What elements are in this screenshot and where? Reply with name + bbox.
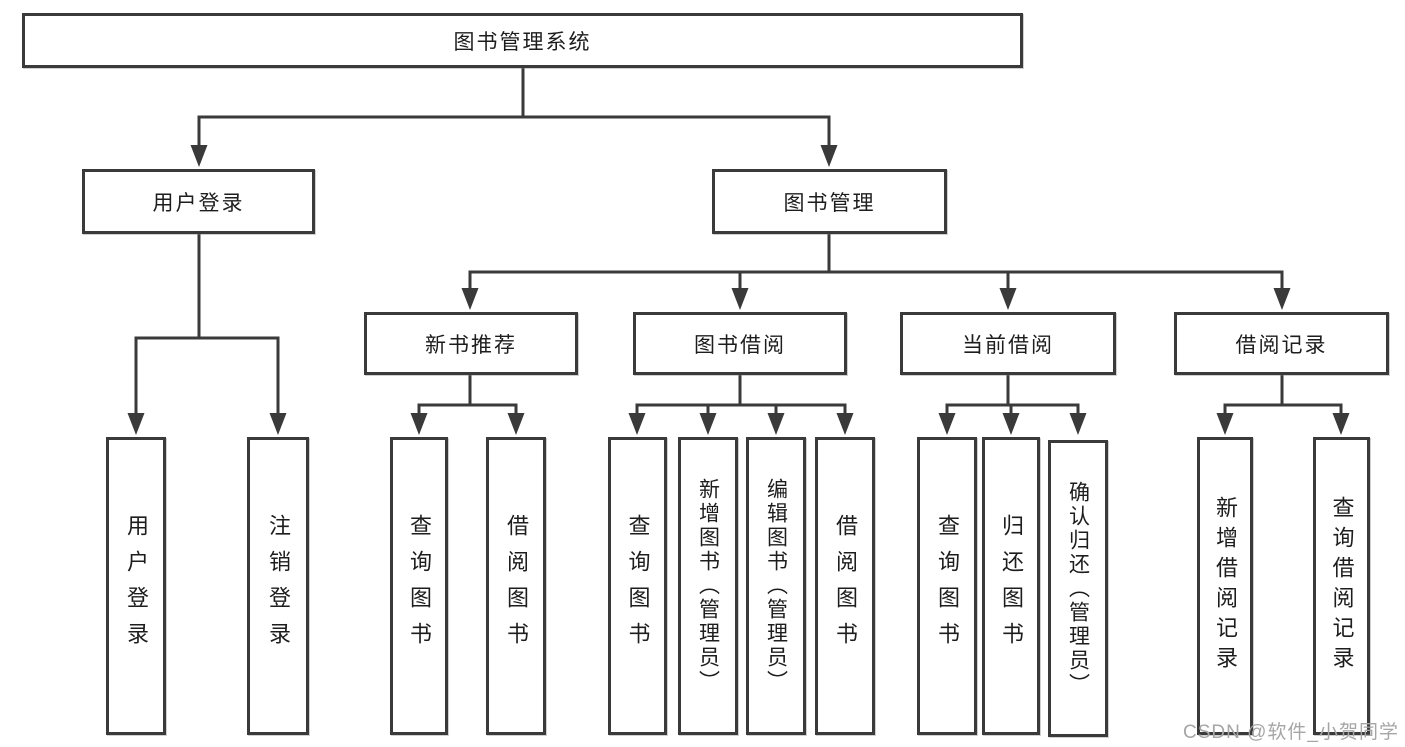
node-book-mgmt: 图书管理 <box>712 169 947 234</box>
leaf-cb-return-book-label: 归还图书 <box>999 514 1024 658</box>
leaf-bb-query-book: 查询图书 <box>608 437 667 735</box>
node-new-book-rec-label: 新书推荐 <box>425 333 517 357</box>
connector-book-borrow-to-leaves <box>628 375 854 435</box>
leaf-bb-add-book-admin: 新增图书（管理员） <box>678 437 738 735</box>
leaf-nb-borrow-book: 借阅图书 <box>486 437 546 735</box>
leaf-nb-query-book: 查询图书 <box>390 437 448 735</box>
connector-root-to-level2 <box>190 68 838 167</box>
node-borrow-record-label: 借阅记录 <box>1235 333 1328 357</box>
node-root: 图书管理系统 <box>22 13 1023 68</box>
leaf-logout: 注销登录 <box>247 437 309 735</box>
leaf-cb-query-book: 查询图书 <box>917 437 977 735</box>
leaf-user-login: 用户登录 <box>106 437 166 735</box>
leaf-cb-confirm-return-admin-label: 确认归还（管理员） <box>1066 480 1090 697</box>
node-root-label: 图书管理系统 <box>453 30 592 54</box>
leaf-bb-query-book-label: 查询图书 <box>625 514 651 658</box>
node-book-borrow: 图书借阅 <box>633 312 847 375</box>
node-current-borrow-label: 当前借阅 <box>962 333 1054 357</box>
connector-current-borrow-to-leaves <box>938 375 1087 435</box>
leaf-bb-borrow-book-label: 借阅图书 <box>833 514 858 658</box>
connector-new-book-to-leaves <box>410 375 525 435</box>
node-borrow-record: 借阅记录 <box>1174 312 1389 375</box>
leaf-user-login-label: 用户登录 <box>124 514 149 658</box>
connector-book-mgmt-to-level3 <box>461 234 1291 310</box>
leaf-bb-add-book-admin-label: 新增图书（管理员） <box>696 478 720 694</box>
leaf-bb-edit-book-admin-label: 编辑图书（管理员） <box>764 478 788 694</box>
connector-borrow-record-to-leaves <box>1216 375 1350 435</box>
leaf-br-query-record-label: 查询借阅记录 <box>1329 496 1355 676</box>
leaf-cb-return-book: 归还图书 <box>982 437 1040 735</box>
leaf-cb-confirm-return-admin: 确认归还（管理员） <box>1048 440 1108 737</box>
leaf-cb-query-book-label: 查询图书 <box>935 514 960 658</box>
leaf-nb-borrow-book-label: 借阅图书 <box>504 514 529 658</box>
connector-user-login-to-leaves <box>127 234 287 435</box>
leaf-bb-borrow-book: 借阅图书 <box>815 437 875 735</box>
leaf-br-add-record-label: 新增借阅记录 <box>1213 496 1238 676</box>
node-user-login: 用户登录 <box>82 169 315 234</box>
leaf-bb-edit-book-admin: 编辑图书（管理员） <box>746 437 806 735</box>
node-current-borrow: 当前借阅 <box>900 312 1116 375</box>
leaf-br-add-record: 新增借阅记录 <box>1197 437 1253 735</box>
leaf-logout-label: 注销登录 <box>266 514 291 658</box>
node-book-borrow-label: 图书借阅 <box>694 333 786 357</box>
node-user-login-label: 用户登录 <box>152 191 245 215</box>
leaf-nb-query-book-label: 查询图书 <box>407 514 432 658</box>
csdn-watermark: CSDN @软件_小贺同学 <box>1183 722 1399 743</box>
node-new-book-rec: 新书推荐 <box>364 312 578 375</box>
leaf-br-query-record: 查询借阅记录 <box>1313 437 1370 735</box>
node-book-mgmt-label: 图书管理 <box>783 191 876 215</box>
